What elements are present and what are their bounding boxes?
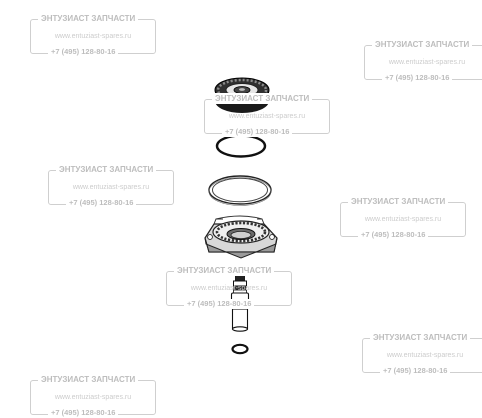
bearing-icon bbox=[204, 215, 278, 259]
gear-icon bbox=[214, 77, 270, 113]
ring-icon bbox=[208, 175, 272, 206]
o-ring-icon bbox=[231, 343, 249, 355]
shaft-icon bbox=[230, 268, 250, 332]
o-ring-icon bbox=[215, 134, 267, 158]
